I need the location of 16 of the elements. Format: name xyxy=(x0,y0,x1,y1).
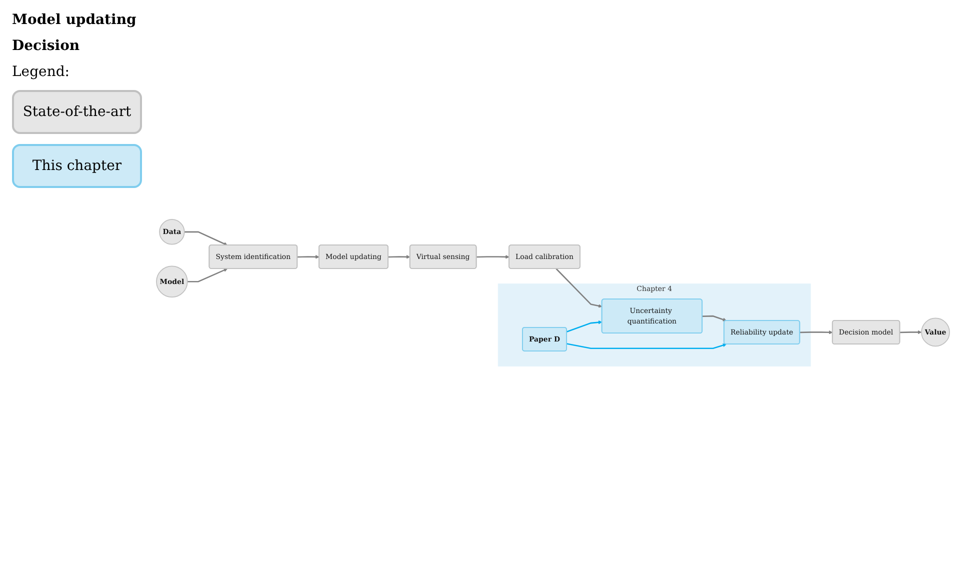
arrow xyxy=(296,255,319,259)
section-label: Model updating xyxy=(12,12,136,28)
arrow xyxy=(184,231,228,246)
legend-swatch: This chapter xyxy=(12,144,142,188)
arrow xyxy=(388,255,410,259)
arrow xyxy=(566,343,726,350)
arrow xyxy=(899,330,922,334)
arrow xyxy=(186,268,228,282)
arrow xyxy=(799,330,832,334)
arrow xyxy=(476,255,509,259)
arrow xyxy=(555,268,602,308)
legend-heading: Legend: xyxy=(12,64,70,80)
section-label: Decision xyxy=(12,38,80,54)
arrow xyxy=(566,320,602,332)
legend-swatch: State-of-the-art xyxy=(12,90,142,134)
arrow xyxy=(702,316,726,322)
